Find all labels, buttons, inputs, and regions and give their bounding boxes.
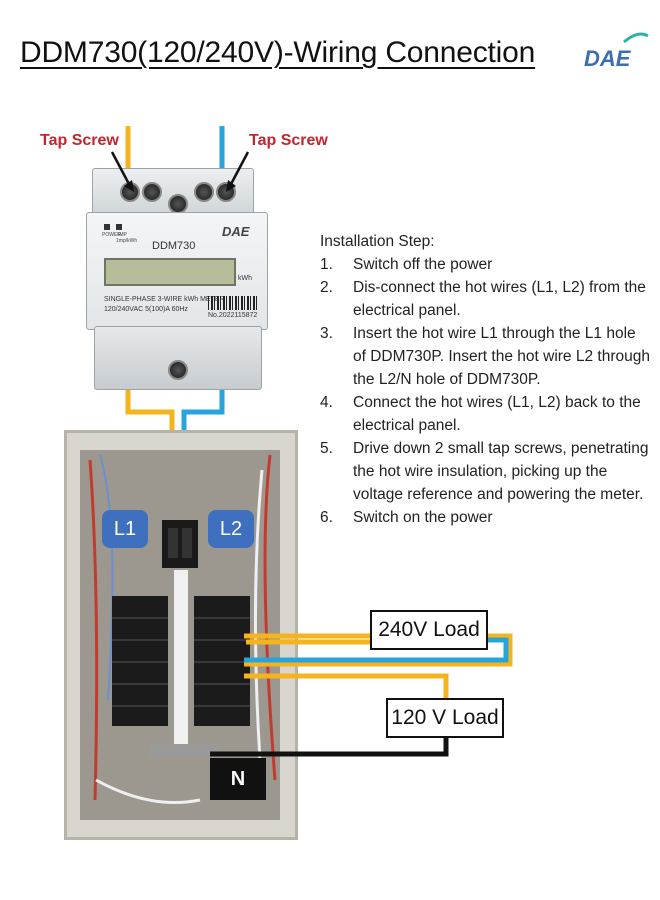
led-label: 1mp/kWh [116,238,138,244]
step-item: 4. Connect the hot wires (L1, L2) back t… [320,391,650,437]
step-item: 3. Insert the hot wire L1 through the L1… [320,322,650,391]
step-number: 3. [320,325,333,342]
meter-barcode [208,296,258,310]
meter-screw [142,182,162,202]
meter-spec-line: SINGLE-PHASE 3-WIRE kWh METER [104,296,225,303]
step-text: Dis-connect the hot wires (L1, L2) from … [353,279,646,319]
led-label: IMP [118,232,127,238]
power-led [104,224,110,230]
step-item: 2. Dis-connect the hot wires (L1, L2) fr… [320,276,650,322]
meter-lcd-display [104,258,236,286]
meter-screw [194,182,214,202]
step-text: Drive down 2 small tap screws, penetrati… [353,440,649,503]
l2-tag: L2 [208,510,254,548]
imp-led [116,224,122,230]
svg-text:DAE: DAE [584,46,632,71]
tap-screw-label-right: Tap Screw [249,132,328,149]
neutral-bar [150,744,220,756]
step-text: Switch on the power [353,509,493,526]
neutral-box: N [210,758,266,800]
meter-mount-screw [168,360,188,380]
tap-screw-label-left: Tap Screw [40,132,119,149]
wire-120-yellow [244,673,449,700]
step-number: 5. [320,440,333,457]
page-title: DDM730(120/240V)-Wiring Connection [20,36,536,69]
step-text: Insert the hot wire L1 through the L1 ho… [353,325,650,388]
step-text: Switch off the power [353,256,493,273]
steps-heading: Installation Step: [320,233,435,250]
step-item: 5. Drive down 2 small tap screws, penetr… [320,437,650,506]
step-item: 1. Switch off the power [320,253,650,276]
meter-brand: DAE [222,224,250,239]
step-number: 4. [320,394,333,411]
step-item: 6. Switch on the power [320,506,650,529]
step-number: 6. [320,509,333,526]
wire-120-neutral [210,736,449,757]
step-number: 2. [320,279,333,296]
installation-steps: Installation Step: 1. Switch off the pow… [320,230,650,529]
wire-240-blue [244,637,509,663]
l1-tag: L1 [102,510,148,548]
dae-logo: DAE [584,32,649,71]
step-number: 1. [320,256,333,273]
main-breaker [162,520,198,568]
bus-bar [174,570,188,750]
meter-spec-line: 120/240VAC 5(100)A 60Hz [104,306,188,313]
step-text: Connect the hot wires (L1, L2) back to t… [353,394,641,434]
load-120v-box: 120 V Load [386,698,504,738]
meter-model: DDM730 [152,240,196,252]
meter-unit: kWh [238,275,252,282]
led-label: POWER [102,232,121,238]
load-240v-box: 240V Load [370,610,488,650]
meter-serial: No.2022115872 [208,312,258,319]
